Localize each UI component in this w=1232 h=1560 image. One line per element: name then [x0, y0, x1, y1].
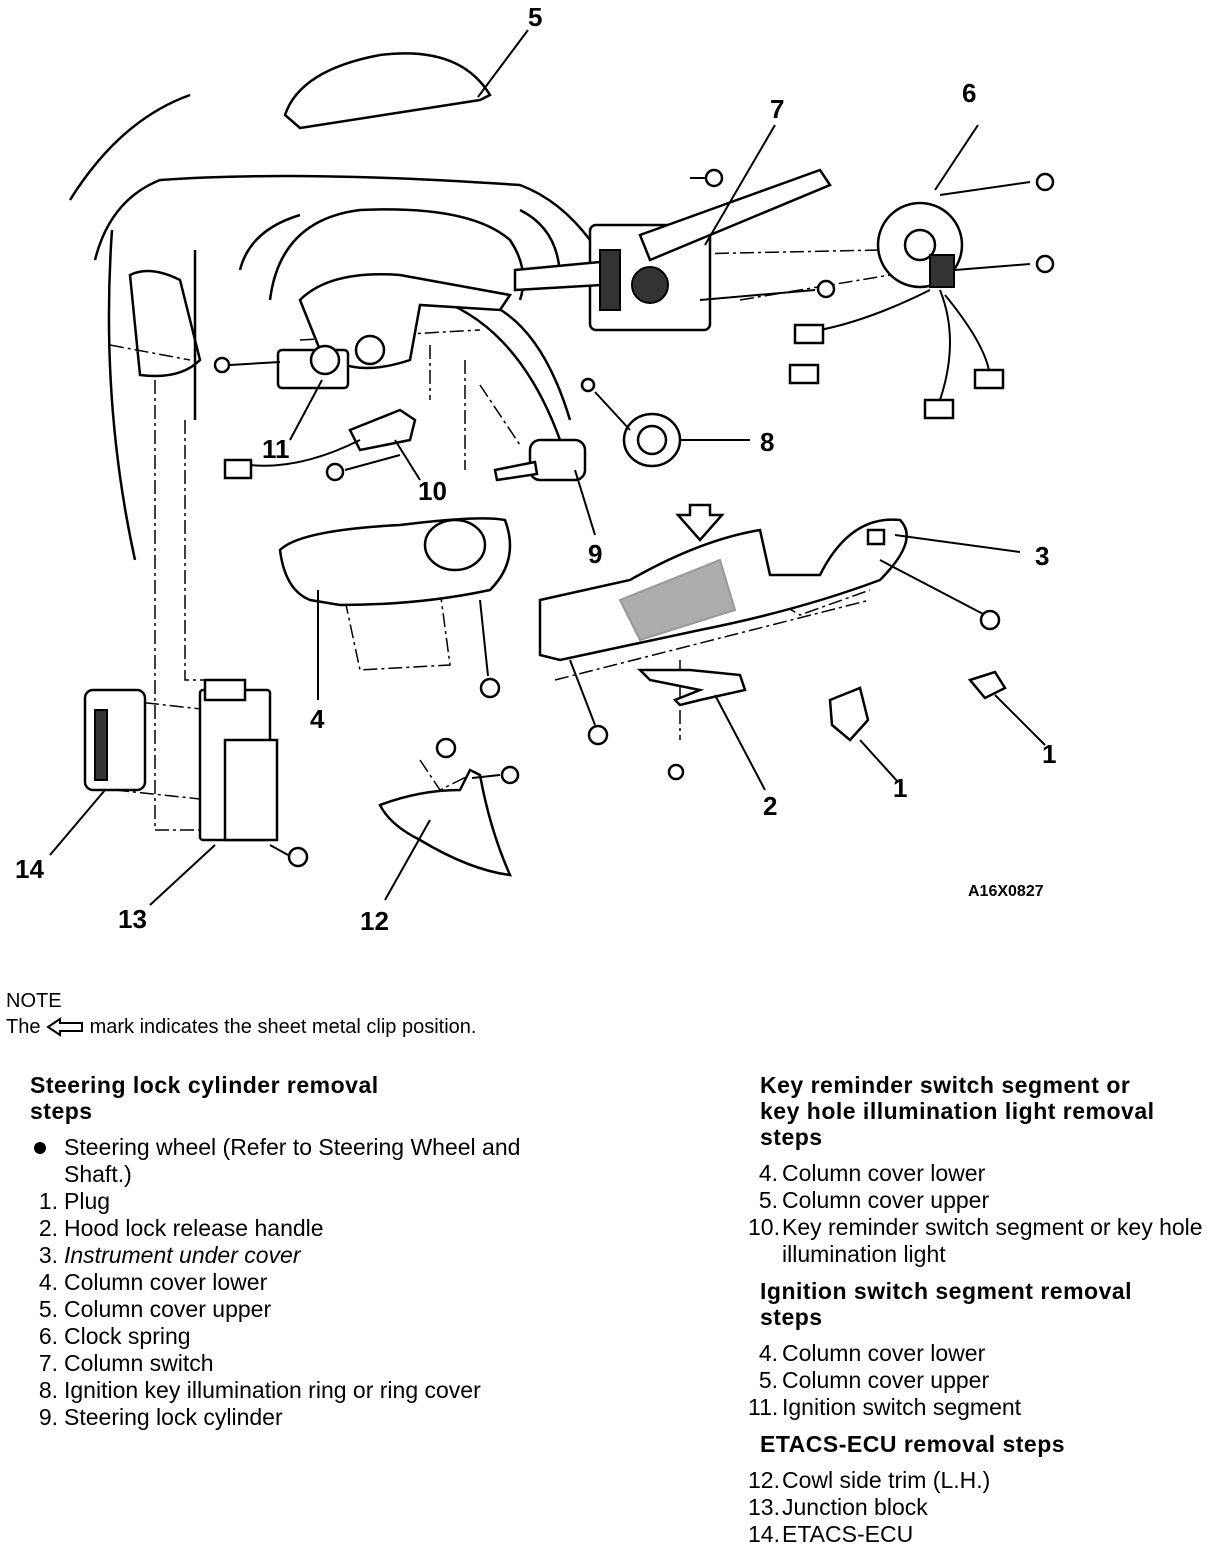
etacs-heading: ETACS-ECU removal steps — [760, 1431, 1066, 1457]
list-item: 12.Cowl side trim (L.H.) — [748, 1467, 991, 1493]
list-item: 6.Clock spring — [38, 1323, 191, 1349]
callout-12: 12 — [360, 906, 389, 936]
bullet-icon — [34, 1142, 46, 1154]
dash-panel — [128, 269, 202, 378]
list-item: 1.Plug — [38, 1188, 111, 1214]
callout-2: 2 — [763, 791, 777, 821]
dashboard-face — [107, 229, 137, 561]
callout-9: 9 — [588, 539, 602, 569]
ignition-switch-segment — [213, 344, 350, 390]
callout-7: 7 — [770, 94, 784, 124]
callout-3: 3 — [1035, 541, 1049, 571]
etacs-steps: 12.Cowl side trim (L.H.) 13.Junction blo… — [748, 1467, 1228, 1548]
hood-lock-release-handle — [636, 668, 747, 781]
figure-code: A16X0827 — [968, 883, 1044, 900]
callout-13: 13 — [118, 904, 147, 934]
key-reminder-steps: 4.Column cover lower 5.Column cover uppe… — [748, 1160, 1228, 1268]
callout-5: 5 — [528, 2, 542, 32]
list-item: 7.Column switch — [38, 1350, 214, 1376]
list-item: Steering wheel (Refer to Steering Wheel … — [30, 1134, 550, 1188]
list-item: 9.Steering lock cylinder — [38, 1404, 283, 1430]
list-item: 4.Column cover lower — [758, 1160, 986, 1186]
steering-lock-heading: Steering lock cylinder removal steps — [30, 1072, 379, 1124]
list-item: 5.Column cover upper — [758, 1187, 990, 1213]
ignition-switch-heading: Ignition switch segment removal steps — [760, 1278, 1133, 1330]
list-item: 5.Column cover upper — [758, 1367, 990, 1393]
dashboard-edge — [93, 174, 591, 261]
steering-column — [298, 273, 513, 370]
steering-lock-cylinder — [493, 438, 587, 482]
right-column: Key reminder switch segment or key hole … — [748, 1072, 1228, 1558]
plug-1a — [828, 686, 870, 742]
junction-block — [198, 678, 309, 868]
list-item: 4.Column cover lower — [38, 1269, 268, 1295]
callout-14: 14 — [15, 854, 44, 884]
clock-spring — [788, 201, 1005, 420]
etacs-ecu — [83, 688, 147, 792]
callout-8: 8 — [760, 427, 774, 457]
note-heading: NOTE — [6, 990, 62, 1012]
steering-lock-section: Steering lock cylinder removal steps Ste… — [30, 1072, 550, 1441]
callout-11: 11 — [262, 434, 290, 464]
note-text: The mark indicates the sheet metal clip … — [6, 1016, 477, 1038]
list-item: 11.Ignition switch segment — [748, 1394, 1022, 1420]
callout-1a: 1 — [893, 773, 907, 803]
callout-10: 10 — [418, 476, 447, 506]
list-item: 13.Junction block — [748, 1494, 928, 1520]
windshield-pillar — [68, 93, 191, 201]
list-item: 14.ETACS-ECU — [748, 1521, 914, 1547]
list-item: 10.Key reminder switch segment or key ho… — [748, 1214, 1203, 1267]
sheet-metal-clip-arrow — [675, 503, 725, 542]
callout-6: 6 — [962, 78, 976, 108]
list-item: 5.Column cover upper — [38, 1296, 272, 1322]
list-item: 4.Column cover lower — [758, 1340, 986, 1366]
column-switch — [513, 168, 832, 332]
left-arrow-icon — [46, 1017, 84, 1037]
ignition-key-illumination-ring — [580, 377, 682, 468]
list-item: 3.Instrument under cover — [38, 1242, 301, 1268]
note: NOTE The mark indicates the sheet metal … — [6, 988, 476, 1040]
cowl-side-trim — [378, 737, 520, 877]
callout-1b: 1 — [1042, 739, 1056, 769]
ignition-switch-steps: 4.Column cover lower 5.Column cover uppe… — [748, 1340, 1228, 1421]
exploded-view-diagram: 1 1 2 3 4 5 6 7 8 9 10 11 12 13 14 A16X0… — [15, 2, 1056, 936]
gauge-hood — [268, 208, 525, 301]
key-reminder-switch — [223, 408, 417, 482]
list-item: 8.Ignition key illumination ring or ring… — [38, 1377, 481, 1403]
column-cover-lower — [278, 517, 512, 699]
callout-4: 4 — [310, 704, 325, 734]
column-cover-upper — [283, 52, 492, 130]
plug-1b — [967, 670, 1007, 700]
instrument-under-cover — [538, 518, 1021, 746]
list-item: 2.Hood lock release handle — [38, 1215, 324, 1241]
key-reminder-heading: Key reminder switch segment or key hole … — [760, 1072, 1155, 1150]
steering-lock-steps: Steering wheel (Refer to Steering Wheel … — [30, 1134, 550, 1431]
